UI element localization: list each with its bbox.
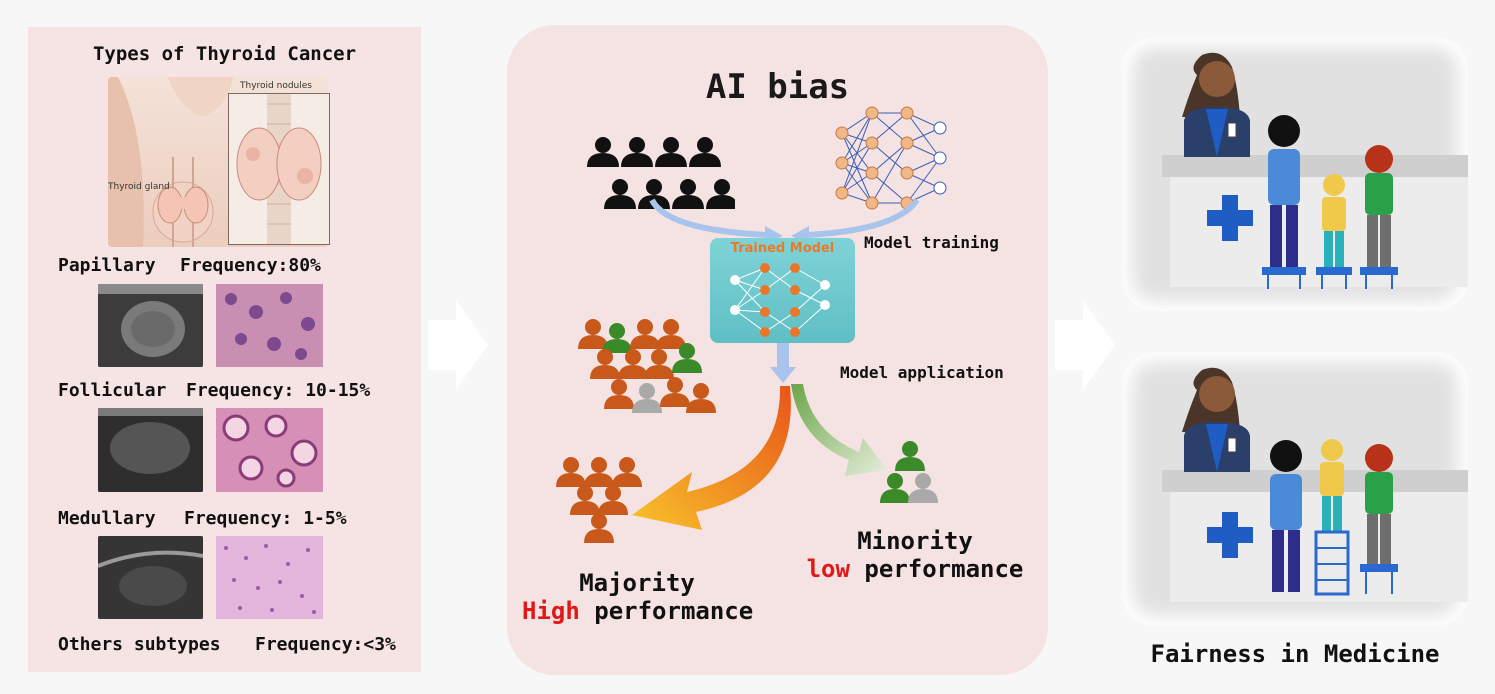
right-arrow-icon (1055, 300, 1115, 390)
papillary-frequency: Frequency:80% (180, 255, 321, 276)
thyroid-panel-title: Types of Thyroid Cancer (92, 43, 357, 65)
majority-label: Majority High performance (522, 569, 754, 625)
trained-model-box: Trained Model (710, 238, 855, 343)
medullary-histology-image (216, 536, 323, 619)
others-name: Others subtypes (58, 634, 221, 655)
minority-label: Minority low performance (800, 527, 1030, 583)
minority-performance: low performance (800, 555, 1030, 583)
down-arrow-icon (770, 343, 796, 383)
thyroid-nodules-label: Thyroid nodules (240, 81, 312, 91)
minority-group-icon (880, 441, 938, 503)
majority-arrow-icon (632, 386, 791, 530)
neural-network-icon (835, 106, 947, 210)
follicular-name: Follicular (58, 380, 167, 401)
equity-scene (1122, 352, 1468, 626)
minority-emphasis: low (806, 555, 850, 583)
papillary-name: Papillary (58, 255, 156, 276)
papillary-ultrasound-image (98, 284, 203, 367)
majority-title: Majority (579, 569, 695, 597)
minority-performance-text: performance (864, 555, 1024, 583)
majority-performance: High performance (522, 597, 754, 625)
follicular-histology-image (216, 408, 323, 492)
equality-scene (1122, 37, 1468, 311)
majority-emphasis: High (522, 597, 580, 625)
minority-arrow-icon (791, 384, 887, 476)
minority-title: Minority (857, 527, 973, 555)
follicular-frequency: Frequency: 10-15% (186, 380, 371, 401)
majority-performance-text: performance (594, 597, 754, 625)
right-arrow-icon (428, 300, 488, 390)
thyroid-cancer-panel: Types of Thyroid Cancer Thyroid nodules … (28, 27, 421, 672)
trained-model-label: Trained Model (730, 241, 835, 256)
thyroid-gland-label: Thyroid gland (108, 182, 170, 192)
medullary-ultrasound-image (98, 536, 203, 619)
model-training-label: Model training (864, 233, 999, 252)
model-application-label: Model application (840, 363, 1004, 382)
papillary-histology-image (216, 284, 323, 367)
others-frequency: Frequency:<3% (255, 634, 396, 655)
majority-group-icon (556, 457, 642, 543)
fairness-title: Fairness in Medicine (1150, 640, 1440, 668)
trained-network-icon (730, 263, 830, 337)
ai-bias-panel: AI bias Model training (507, 25, 1048, 675)
thyroid-nodules-inset (228, 93, 330, 245)
medullary-name: Medullary (58, 508, 156, 529)
follicular-ultrasound-image (98, 408, 203, 492)
medullary-frequency: Frequency: 1-5% (184, 508, 347, 529)
ai-bias-title: AI bias (705, 67, 850, 107)
